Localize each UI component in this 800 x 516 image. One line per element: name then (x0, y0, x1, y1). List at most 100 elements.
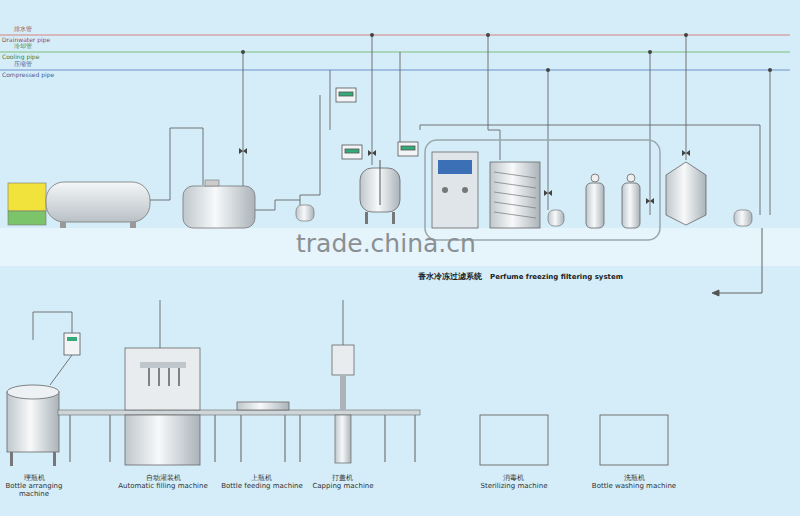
utility-pipes-part (0, 69, 790, 70)
control-boxes-part (339, 92, 353, 96)
sterilizing-machine (480, 415, 548, 465)
machine-name-cn: 理瓶机 (3, 474, 65, 482)
drop-pipes-part (243, 52, 244, 195)
machine-label: 洗瓶机Bottle washing machine (592, 474, 676, 490)
pumps-part (548, 210, 564, 226)
machine-label: 打盖机Capping machine (312, 474, 373, 490)
filling-machine-part (125, 415, 200, 465)
freezer-cabinet-part (462, 187, 468, 193)
mixing-reactor-part (365, 212, 368, 224)
filling-machine-part (149, 368, 179, 386)
pipe-label: 排水管 (14, 26, 32, 33)
drop-pipes-part (770, 70, 771, 215)
utility-pipes (0, 35, 790, 70)
machine-name-en: Sterilizing machine (480, 482, 547, 490)
holding-tank (183, 180, 255, 228)
machine-name-en: Bottle arranging machine (3, 482, 65, 498)
valves-part (648, 50, 652, 54)
valves-part (544, 190, 552, 196)
drop-pipes-part (255, 200, 300, 210)
machine-name-cn: 上瓶机 (221, 474, 303, 482)
utility-pipes-part (0, 51, 790, 52)
bottle-feeding-machine-part (237, 402, 289, 410)
storage-tanker (8, 182, 150, 228)
bottle-washing-machine (600, 415, 668, 465)
freezer-cabinet-part (442, 187, 448, 193)
machine-name-cn: 打盖机 (312, 474, 373, 482)
filters (586, 174, 640, 228)
machine-name-cn: 消毒机 (480, 474, 547, 482)
machine-label: 理瓶机Bottle arranging machine (3, 474, 65, 498)
control-boxes-part (342, 145, 362, 159)
control-boxes-part (401, 146, 415, 150)
valves-part (646, 198, 654, 204)
filling-machine (125, 300, 200, 465)
valves-part (546, 68, 550, 72)
valves-part (684, 33, 688, 37)
bottle-arranging-machine-part (67, 337, 77, 341)
valves-part (486, 33, 490, 37)
utility-pipes-part (0, 34, 790, 35)
conveyor (58, 410, 420, 462)
machine-label: 消毒机Sterilizing machine (480, 474, 547, 490)
mixing-reactor-part (380, 160, 381, 205)
filters-part (591, 174, 599, 182)
drop-pipes-part (400, 52, 401, 150)
bottle-arranging-machine-part (53, 452, 56, 466)
valves-part (368, 150, 376, 156)
freezing-system-outline (425, 140, 660, 240)
storage-tanker-part (130, 222, 136, 228)
bottle-feeding-machine-part (241, 415, 285, 462)
valves-part (682, 150, 690, 156)
system-title: Perfume freezing filtering system (490, 274, 623, 282)
conveyor-part (58, 410, 420, 415)
capping-machine-part (332, 345, 354, 375)
bottle-arranging-machine-part (50, 355, 72, 385)
valves-part (241, 50, 245, 54)
filling-machine-part (140, 362, 186, 368)
machine-label: 上瓶机Bottle feeding machine (221, 474, 303, 490)
control-boxes-part (336, 88, 356, 102)
capping-machine (332, 300, 354, 463)
drop-pipes-part (372, 35, 373, 165)
machine-name-en: Automatic filling machine (118, 482, 208, 490)
control-boxes-part (398, 142, 418, 156)
capping-machine-part (343, 300, 344, 345)
bottle-arranging-machine-part (64, 333, 80, 355)
machine-name-en: Bottle feeding machine (221, 482, 303, 490)
pumps-part (734, 210, 752, 226)
storage-tank-part (666, 162, 706, 225)
bottle-arranging-machine-part (7, 392, 59, 452)
valves-part (768, 68, 772, 72)
filters-part (627, 174, 635, 182)
bottle-arranging-machine (7, 312, 80, 466)
pipe-label: 压缩管 (14, 61, 32, 68)
light-band (0, 228, 800, 266)
drop-pipes-part (330, 70, 331, 130)
bottle-arranging-machine-part (10, 452, 13, 466)
pipe-label: 冷却管 (14, 43, 32, 50)
mixing-reactor-part (392, 212, 395, 224)
drop-pipes-part (686, 35, 687, 160)
holding-tank-part (205, 180, 219, 186)
filling-machine-part (160, 300, 161, 348)
cooling-coil-tank-part (494, 172, 536, 218)
valves-part (370, 33, 374, 37)
storage-tanker-part (8, 183, 46, 211)
drop-pipes-part (488, 35, 500, 160)
control-boxes-part (345, 149, 359, 153)
cooling-coil-tank (490, 162, 540, 228)
control-boxes (336, 88, 418, 159)
holding-tank-part (183, 186, 255, 228)
bottle-arranging-machine-part (7, 385, 59, 399)
storage-tanker-part (46, 182, 150, 222)
storage-tank (666, 162, 706, 225)
freezer-cabinet-part (432, 152, 478, 228)
bottle-feeding-machine (237, 402, 289, 462)
machine-name-en: Bottle washing machine (592, 482, 676, 490)
storage-tanker-part (8, 211, 46, 225)
capping-machine-part (340, 375, 346, 410)
